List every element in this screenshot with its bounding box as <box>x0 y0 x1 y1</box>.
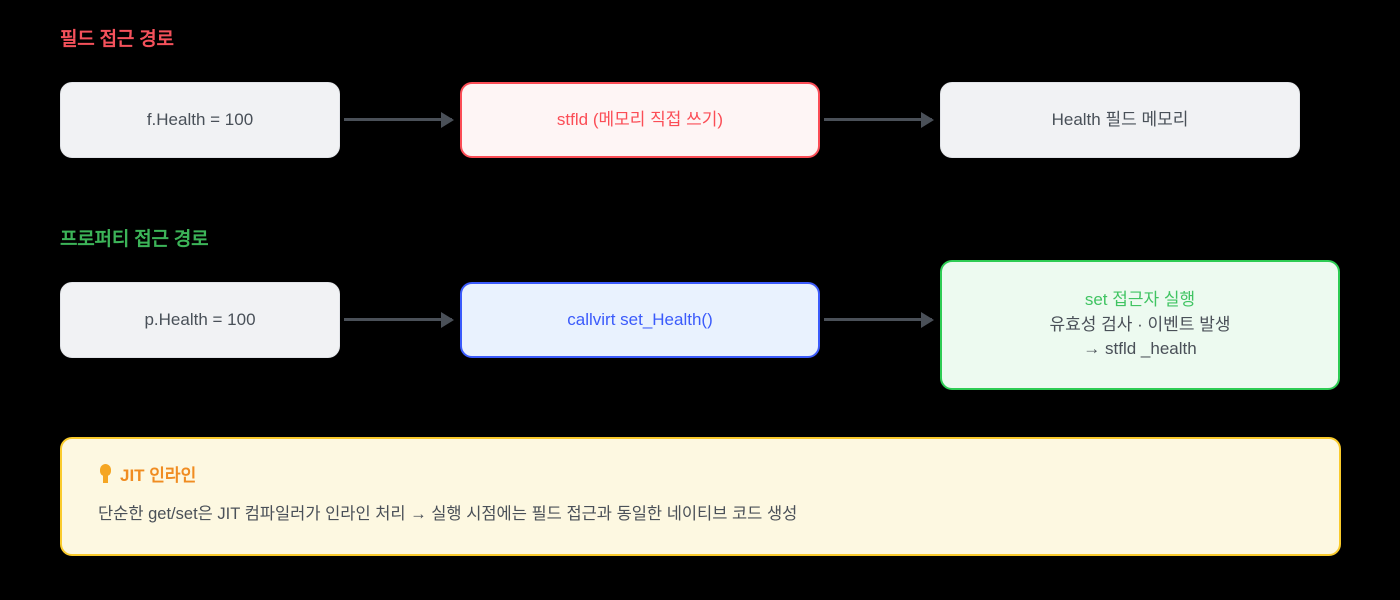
node-property-assignment: p.Health = 100 <box>60 282 340 358</box>
arrow-stfld-to-memory <box>824 118 932 121</box>
node-label: p.Health = 100 <box>144 309 256 329</box>
section-title-field-path: 필드 접근 경로 <box>60 29 174 50</box>
node-label: callvirt set_Health() <box>567 309 713 329</box>
node-field-assignment: f.Health = 100 <box>60 82 340 158</box>
callout-title: JIT 인라인 <box>120 466 197 485</box>
callout-header: JIT 인라인 <box>98 461 1303 486</box>
arrow-property-to-callvirt <box>344 318 452 321</box>
node-label: Health 필드 메모리 <box>1051 109 1189 129</box>
arrow-callvirt-to-accessor <box>824 318 932 321</box>
callout-body-text: 단순한 get/set은 JIT 컴파일러가 인라인 처리 → 실행 시점에는 … <box>98 505 798 523</box>
lightbulb-icon <box>98 463 113 484</box>
node-callvirt-instruction: callvirt set_Health() <box>460 282 820 358</box>
accessor-line-detail: 유효성 검사 · 이벤트 발생 <box>1049 314 1231 334</box>
arrow-field-to-stfld <box>344 118 452 121</box>
section-title-property-path: 프로퍼티 접근 경로 <box>60 229 209 250</box>
node-label: f.Health = 100 <box>146 109 254 129</box>
node-field-memory: Health 필드 메모리 <box>940 82 1300 158</box>
accessor-line-title: set 접근자 실행 <box>1084 290 1196 310</box>
node-label: stfld (메모리 직접 쓰기) <box>556 109 724 129</box>
jit-inline-callout: JIT 인라인 단순한 get/set은 JIT 컴파일러가 인라인 처리 → … <box>60 437 1341 556</box>
accessor-line-stfld: → stfld _health <box>1083 339 1197 359</box>
node-stfld-instruction: stfld (메모리 직접 쓰기) <box>460 82 820 158</box>
node-setter-accessor: set 접근자 실행 유효성 검사 · 이벤트 발생 → stfld _heal… <box>940 260 1340 390</box>
